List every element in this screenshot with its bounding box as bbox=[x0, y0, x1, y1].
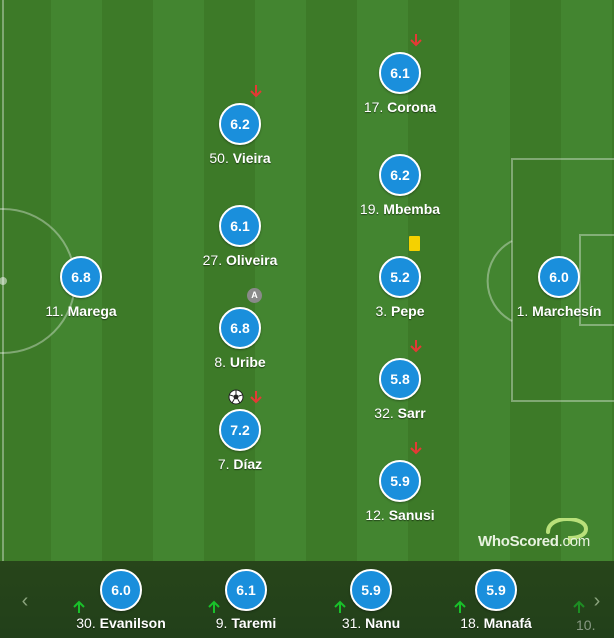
goal-ball-icon bbox=[228, 389, 244, 405]
subbed-on-arrow-icon bbox=[73, 600, 85, 613]
player-name: 9. Taremi bbox=[215, 615, 277, 631]
whoscored-logo: WhoScored.com bbox=[478, 518, 608, 554]
substitutes-bar: 6.0 30. Evanilson 6.1 9. Taremi 5.9 31. … bbox=[0, 561, 614, 638]
subbed-on-arrow-icon bbox=[334, 600, 346, 613]
substitute-taremi[interactable]: 6.1 9. Taremi bbox=[176, 569, 316, 631]
player-uribe[interactable]: 6.8 8. Uribe bbox=[170, 307, 310, 370]
player-name: 19. Mbemba bbox=[359, 201, 441, 217]
chevron-right-icon[interactable]: › bbox=[593, 590, 601, 612]
player-rating: 6.1 bbox=[219, 205, 261, 247]
player-rating: 6.1 bbox=[379, 52, 421, 94]
player-name: 11. Marega bbox=[45, 303, 117, 319]
subbed-on-arrow-icon bbox=[454, 600, 466, 613]
whoscored-wordmark: WhoScored.com bbox=[478, 533, 590, 550]
player-name: 7. Díaz bbox=[217, 456, 263, 472]
player-rating: 6.2 bbox=[379, 154, 421, 196]
player-rating: 5.2 bbox=[379, 256, 421, 298]
chevron-left-icon[interactable]: ‹ bbox=[21, 590, 29, 612]
player-rating: 6.0 bbox=[100, 569, 142, 611]
player-rating: 5.8 bbox=[379, 358, 421, 400]
subbed-on-arrow-icon bbox=[208, 600, 220, 613]
subbed-off-arrow-icon bbox=[250, 391, 262, 404]
player-mbemba[interactable]: 6.2 19. Mbemba bbox=[330, 154, 470, 217]
player-rating: 6.0 bbox=[538, 256, 580, 298]
player-sanusi[interactable]: 5.9 12. Sanusi bbox=[330, 460, 470, 523]
player-rating: 6.8 bbox=[219, 307, 261, 349]
player-name: 3. Pepe bbox=[375, 303, 425, 319]
player-name: 50. Vieira bbox=[209, 150, 271, 166]
captain-badge-icon: A bbox=[247, 288, 262, 303]
player-name: 31. Nanu bbox=[341, 615, 401, 631]
player-corona[interactable]: 6.1 17. Corona bbox=[330, 52, 470, 115]
subbed-off-arrow-icon bbox=[410, 442, 422, 455]
player-name: 18. Manafá bbox=[460, 615, 532, 631]
subbed-off-arrow-icon bbox=[250, 85, 262, 98]
substitute-manafa[interactable]: 5.9 18. Manafá bbox=[426, 569, 566, 631]
yellow-card-icon bbox=[409, 236, 420, 251]
player-name: 32. Sarr bbox=[374, 405, 426, 421]
player-name: 27. Oliveira bbox=[202, 252, 278, 268]
player-pepe[interactable]: 5.2 3. Pepe bbox=[330, 256, 470, 319]
player-marchesin[interactable]: 6.0 1. Marchesín bbox=[489, 256, 614, 319]
player-rating: 6.8 bbox=[60, 256, 102, 298]
substitute-nanu[interactable]: 5.9 31. Nanu bbox=[301, 569, 441, 631]
player-vieira[interactable]: 6.2 50. Vieira bbox=[170, 103, 310, 166]
player-rating: 5.9 bbox=[475, 569, 517, 611]
substitute-partial: 10. bbox=[576, 617, 596, 633]
player-name: 30. Evanilson bbox=[76, 615, 166, 631]
player-diaz[interactable]: 7.2 7. Díaz bbox=[170, 409, 310, 472]
substitute-evanilson[interactable]: 6.0 30. Evanilson bbox=[51, 569, 191, 631]
player-rating: 6.1 bbox=[225, 569, 267, 611]
whoscored-logo-icon bbox=[546, 518, 589, 544]
player-marega[interactable]: 6.8 11. Marega bbox=[11, 256, 151, 319]
player-rating: 5.9 bbox=[350, 569, 392, 611]
pitch: 6.8 11. Marega 6.2 50. Vieira 6.1 27. Ol… bbox=[0, 0, 614, 561]
player-sarr[interactable]: 5.8 32. Sarr bbox=[330, 358, 470, 421]
subbed-off-arrow-icon bbox=[410, 340, 422, 353]
player-rating: 5.9 bbox=[379, 460, 421, 502]
player-name: 1. Marchesín bbox=[516, 303, 602, 319]
player-name: 17. Corona bbox=[363, 99, 437, 115]
subbed-on-arrow-icon bbox=[573, 600, 585, 613]
player-rating: 7.2 bbox=[219, 409, 261, 451]
player-name: 12. Sanusi bbox=[365, 507, 435, 523]
player-rating: 6.2 bbox=[219, 103, 261, 145]
subbed-off-arrow-icon bbox=[410, 34, 422, 47]
player-name: 8. Uribe bbox=[214, 354, 266, 370]
player-oliveira[interactable]: 6.1 27. Oliveira bbox=[170, 205, 310, 268]
